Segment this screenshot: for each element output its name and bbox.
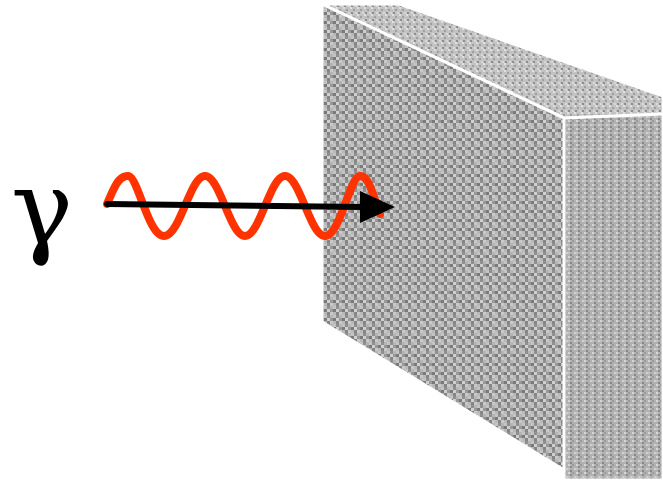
gamma-symbol: γ xyxy=(10,128,74,288)
slab-side-face xyxy=(564,114,663,480)
arrow-shaft xyxy=(107,204,362,207)
absorber-slab xyxy=(322,4,663,480)
